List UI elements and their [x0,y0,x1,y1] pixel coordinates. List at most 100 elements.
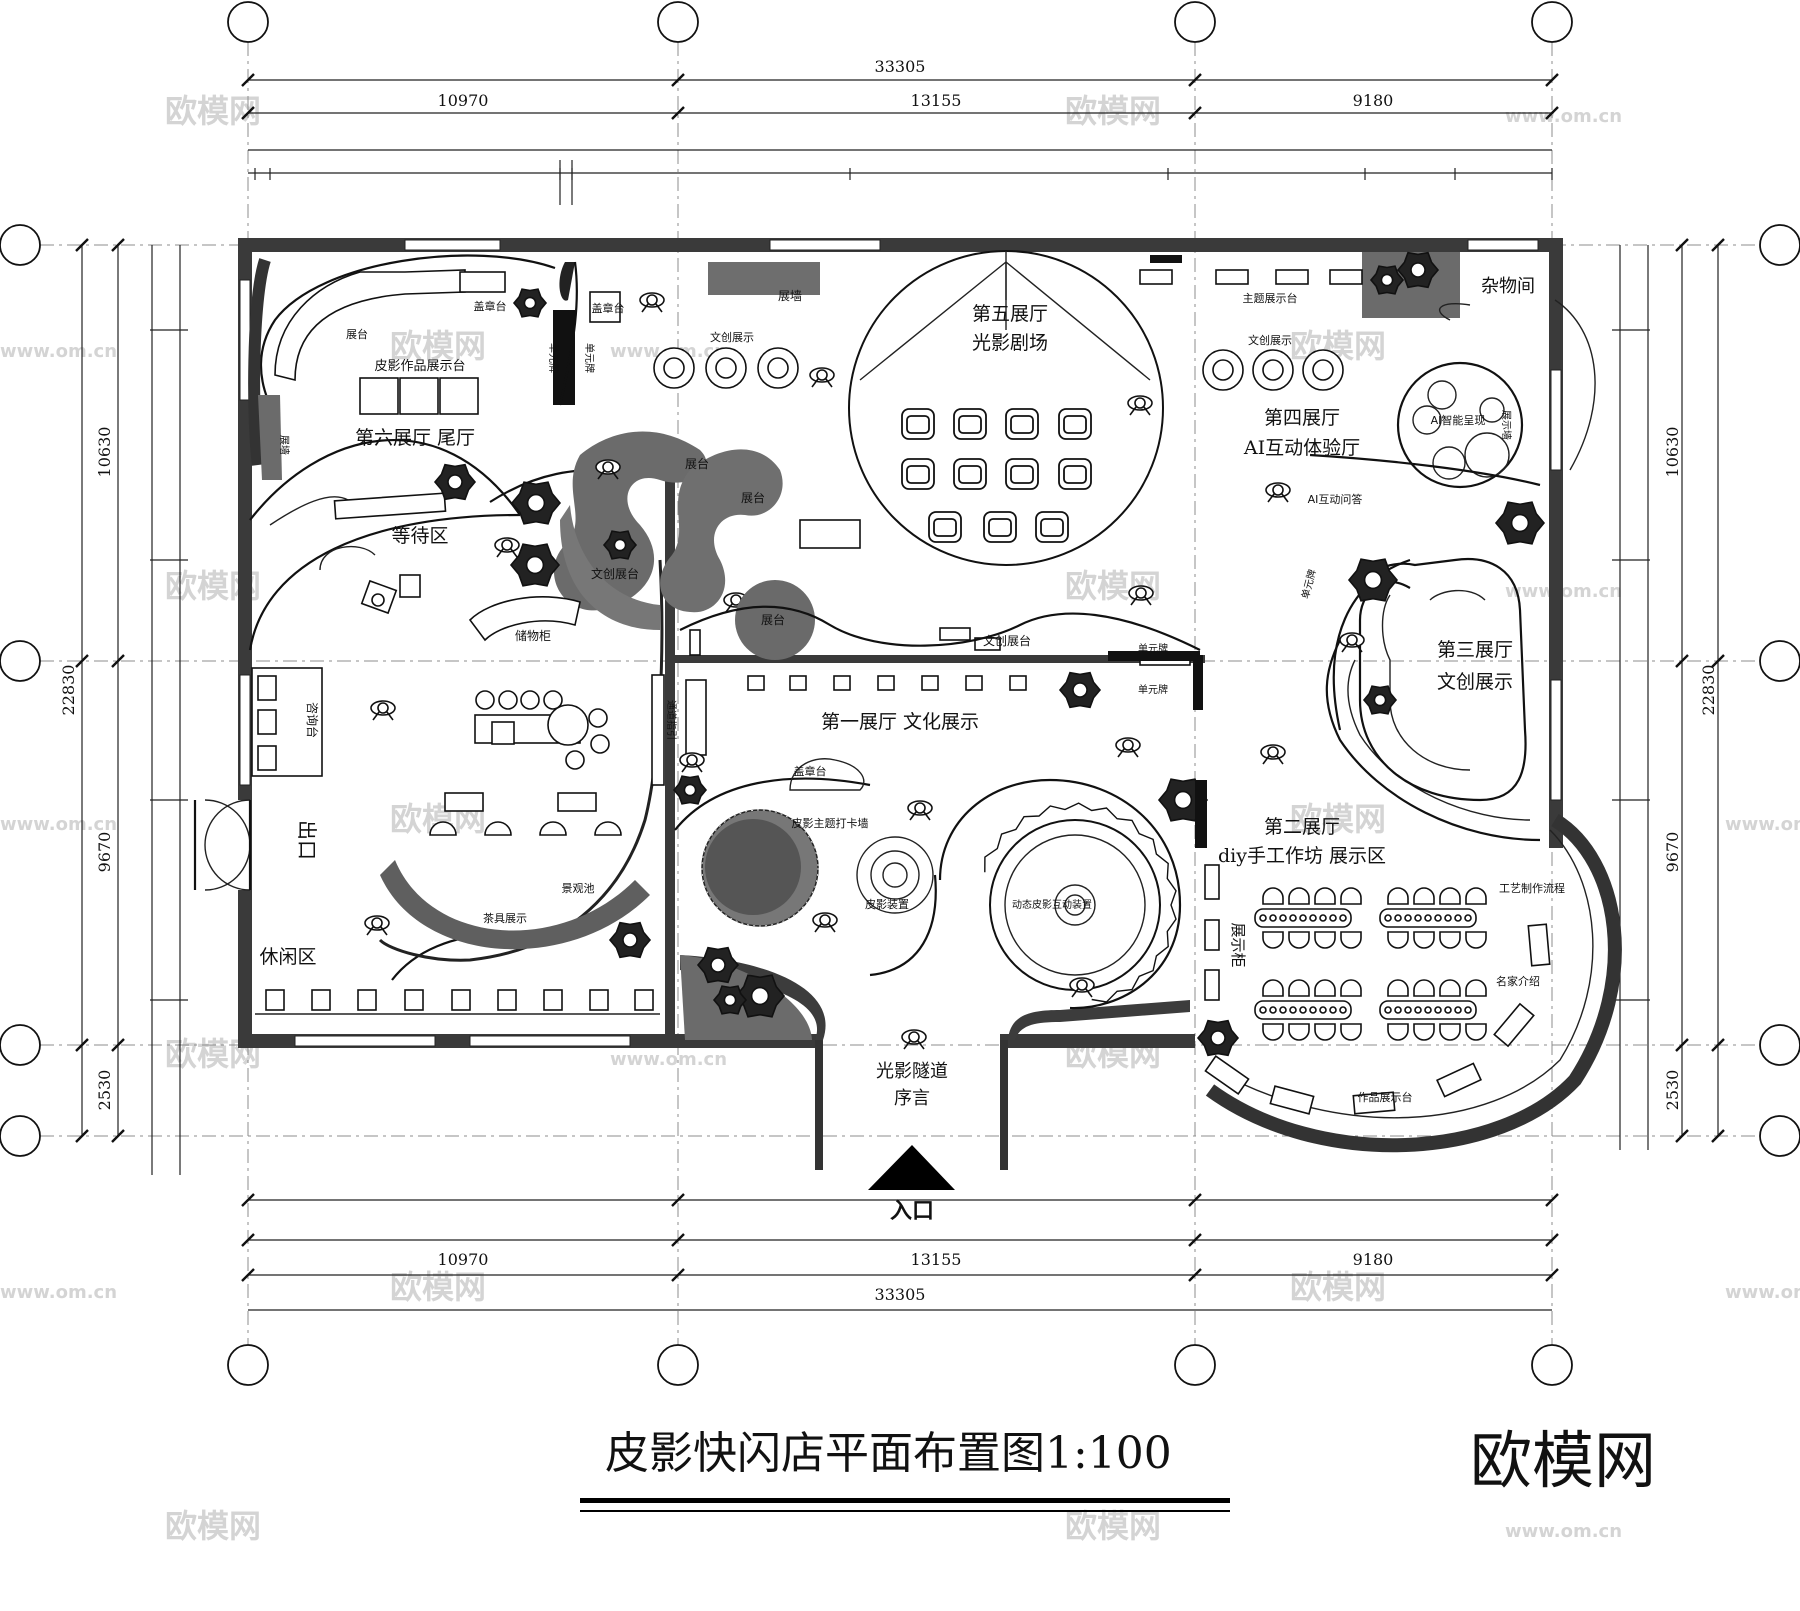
tea-display-label: 茶具展示 [483,912,527,925]
workshop-table [1379,887,1487,949]
chair-icon [1465,931,1487,949]
creative-display-label: 文创展示 [1248,333,1292,347]
seat-icon [928,511,962,543]
exit-door[interactable] [193,799,252,891]
chair-icon [1413,1023,1435,1041]
person-icon [809,367,835,388]
chair-icon [1314,887,1336,905]
chair-icon [1288,931,1310,949]
watermark: 欧模网 [1065,1507,1161,1545]
landscape-pool-label: 景观池 [562,882,595,895]
display-platform-disk [735,580,815,660]
watermark-url: www.om.cn [0,814,117,835]
checkin-wall [705,819,801,915]
chair-icon [1465,979,1487,997]
tree-icon [1058,671,1102,709]
person-icon [1260,744,1286,765]
workshop-tables [1254,887,1487,1041]
chair-icon [1288,1023,1310,1041]
watermark: 欧模网 [165,92,261,130]
tree-icon [602,530,638,560]
tree-icon [1396,251,1440,289]
tree-icon [509,543,561,587]
axis-bubbles [0,1,1800,1386]
unit-sign-label: 单元牌 [1138,683,1168,696]
theme-display-label: 主题展示台 [1243,291,1298,305]
person-icon [1115,737,1141,758]
chair-icon [1465,887,1487,905]
hall4-ai [1309,303,1541,489]
furniture [251,269,1551,1115]
chair-icon [1262,1023,1284,1041]
dim-bottom-seg: 10970 [438,1250,489,1269]
workshop-table [1254,979,1362,1041]
watermark-url: www.om.cn [1725,814,1800,835]
person-icon [901,1029,927,1050]
seat-icon [1005,408,1039,440]
watermark-url: www.om.cn [0,1282,117,1303]
person-icon [1265,482,1291,503]
creative-stand-label: 文创展台 [591,566,639,581]
master-intro-label: 名家介绍 [1496,974,1540,988]
person-icon [639,292,665,313]
dim-bottom-seg: 9180 [1353,1250,1394,1269]
tunnel-sub: 序言 [894,1088,930,1109]
dim-right-total: 22830 [1699,665,1718,716]
chair-icon [1288,979,1310,997]
chair-icon [1465,1023,1487,1041]
drawing-title-block: 皮影快闪店平面布置图1:100 欧模网 [580,1424,1656,1512]
dimension-ticks [75,73,1725,1282]
passage-sign-label: 通道指引 [665,700,678,740]
chair-icon [1340,979,1362,997]
watermark: 欧模网 [1065,92,1161,130]
watermark: 欧模网 [390,1268,486,1306]
chair-icon [1340,1023,1362,1041]
tree-icon [712,985,748,1015]
tree-icon [1494,501,1546,545]
dynamic-install-label: 动态皮影互动装置 [1012,898,1092,911]
stamp-desk-label: 盖章台 [474,299,507,313]
exhibit-wall-label: 展墙 [278,435,291,455]
chair-icon [1314,979,1336,997]
consult-desk-label: 咨询台 [305,702,320,738]
chair-icon [1340,887,1362,905]
ai-smart-label: AI智能呈现 [1431,413,1486,427]
chair-icon [1387,1023,1409,1041]
creative-stand-label: 文创展台 [983,633,1031,648]
curved-display-wall [679,605,1201,651]
seat-icon [1035,511,1069,543]
entrance[interactable]: 入口 [868,1145,955,1224]
waiting-area-label: 等待区 [391,525,448,547]
seat-icon [953,458,987,490]
unit-sign-label: 单元牌 [1298,568,1318,600]
workshop-table [1379,979,1487,1041]
chair-icon [1387,931,1409,949]
watermark-url: www.om.cn [1505,106,1622,127]
shadow-install-label: 皮影装置 [865,898,909,911]
chair-icon [1288,887,1310,905]
person-icon [1069,977,1095,998]
dim-left-seg: 2530 [95,1070,114,1111]
tree-icon [696,946,740,984]
dim-top-seg: 9180 [1353,91,1394,110]
dimension-lines [81,79,1719,1311]
chair-icon [1314,1023,1336,1041]
dim-top-seg: 13155 [911,91,962,110]
seat-icon [901,458,935,490]
chair-icon [1387,887,1409,905]
tunnel-title: 光影隧道 [876,1061,948,1082]
display-stand-label: 展台 [741,490,765,505]
signs [1108,255,1207,848]
unit-sign-label: 单元牌 [1138,642,1168,655]
watermark: 欧模网 [165,1507,261,1545]
hall6-label: 第六展厅 尾厅 [355,427,475,449]
tree-icon [433,463,477,501]
tree-icon [512,288,548,318]
watermark-url: www.om.cn [610,1049,727,1070]
entrance-label: 入口 [890,1198,934,1224]
person-icon [679,752,705,773]
brand-logo: 欧模网 [1470,1424,1656,1497]
person-icon [595,459,621,480]
person-icon [494,537,520,558]
unit-sign-label: 单元牌 [583,343,596,373]
